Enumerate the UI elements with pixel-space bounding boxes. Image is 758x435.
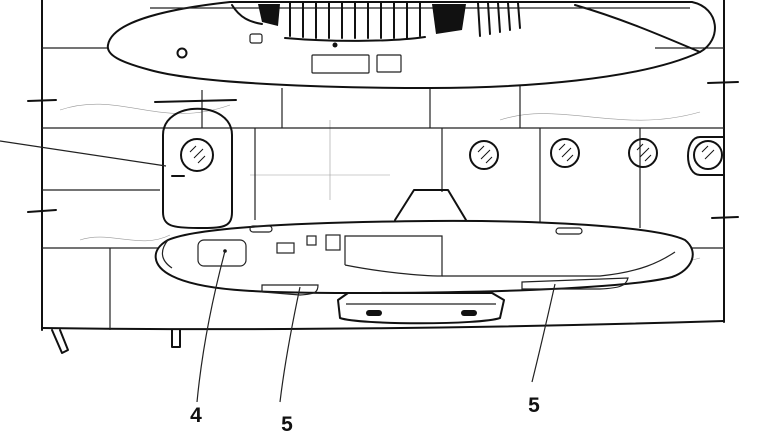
base-struts xyxy=(51,329,181,354)
gear-housing xyxy=(337,292,505,325)
callout-4: 4 xyxy=(190,404,202,427)
fuselage-windows xyxy=(469,136,725,176)
leader-lines xyxy=(0,140,556,403)
leader-line-4 xyxy=(196,250,226,403)
callout-5-right: 5 xyxy=(528,394,540,417)
sponson xyxy=(154,219,694,296)
cockpit-fairing xyxy=(106,1,716,89)
callout-labels: 4 5 5 xyxy=(190,394,540,435)
leader-line-5-right xyxy=(531,283,556,383)
leader-line-5-left xyxy=(279,286,301,403)
wing-root-fairing xyxy=(394,189,467,221)
canopy-frame-bars xyxy=(231,1,521,42)
entry-door xyxy=(154,99,237,229)
callout-5-left: 5 xyxy=(281,413,293,435)
panel-ticks xyxy=(27,81,739,219)
leader-line-left-door xyxy=(0,140,167,167)
